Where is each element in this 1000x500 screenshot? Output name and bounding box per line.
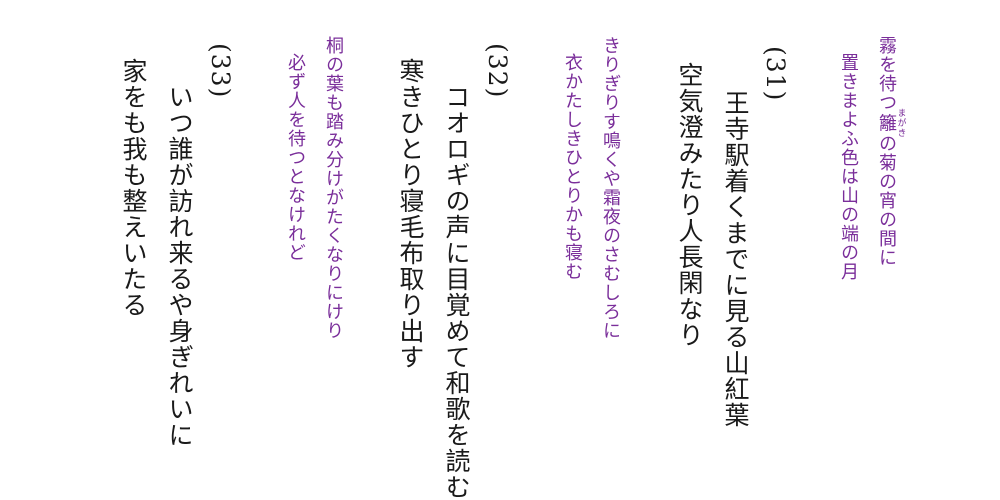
stanza-32-line-1: コオロギの声に目覚めて和歌を読む — [442, 84, 471, 500]
stanza-33-line-1: いつ誰が訪れ来るや身ぎれいに — [165, 84, 194, 448]
quote-1-line-1-post: の菊の宵の間に — [876, 134, 897, 267]
stanza-31-line-1: 王寺駅着くまでに見る山紅葉 — [721, 90, 750, 428]
stanza-31-number: (31) — [761, 46, 790, 102]
quote-1-line-1: 霧を待つ籬まがきの菊の宵の間に — [876, 36, 906, 267]
quote-3-line-1: 桐の葉も踏み分けがたくなりにけり — [323, 36, 344, 340]
stanza-33-line-2: 家をも我も整えいたる — [119, 58, 148, 318]
stanza-32-line-2: 寒きひとり寝毛布取り出す — [396, 58, 425, 370]
stanza-31-line-2: 空気澄みたり人長閑なり — [675, 62, 704, 348]
stanza-33-number: (33) — [206, 43, 235, 99]
quote-1-line-2: 置きまよふ色は山の端の月 — [838, 53, 859, 281]
stanza-32-number: (32) — [483, 43, 512, 99]
ruby-base: 籬 — [876, 108, 897, 138]
ruby-magaki: 籬まがき — [876, 108, 906, 138]
quote-2-line-1: きりぎりす鳴くや霜夜のさむしろに — [600, 36, 621, 340]
quote-1-line-1-pre: 霧を待つ — [876, 36, 897, 112]
quote-2-line-2: 衣かたしきひとりかも寝む — [562, 53, 583, 281]
ruby-text: まがき — [895, 108, 906, 138]
quote-3-line-2: 必ず人を待つとなけれど — [285, 53, 306, 262]
